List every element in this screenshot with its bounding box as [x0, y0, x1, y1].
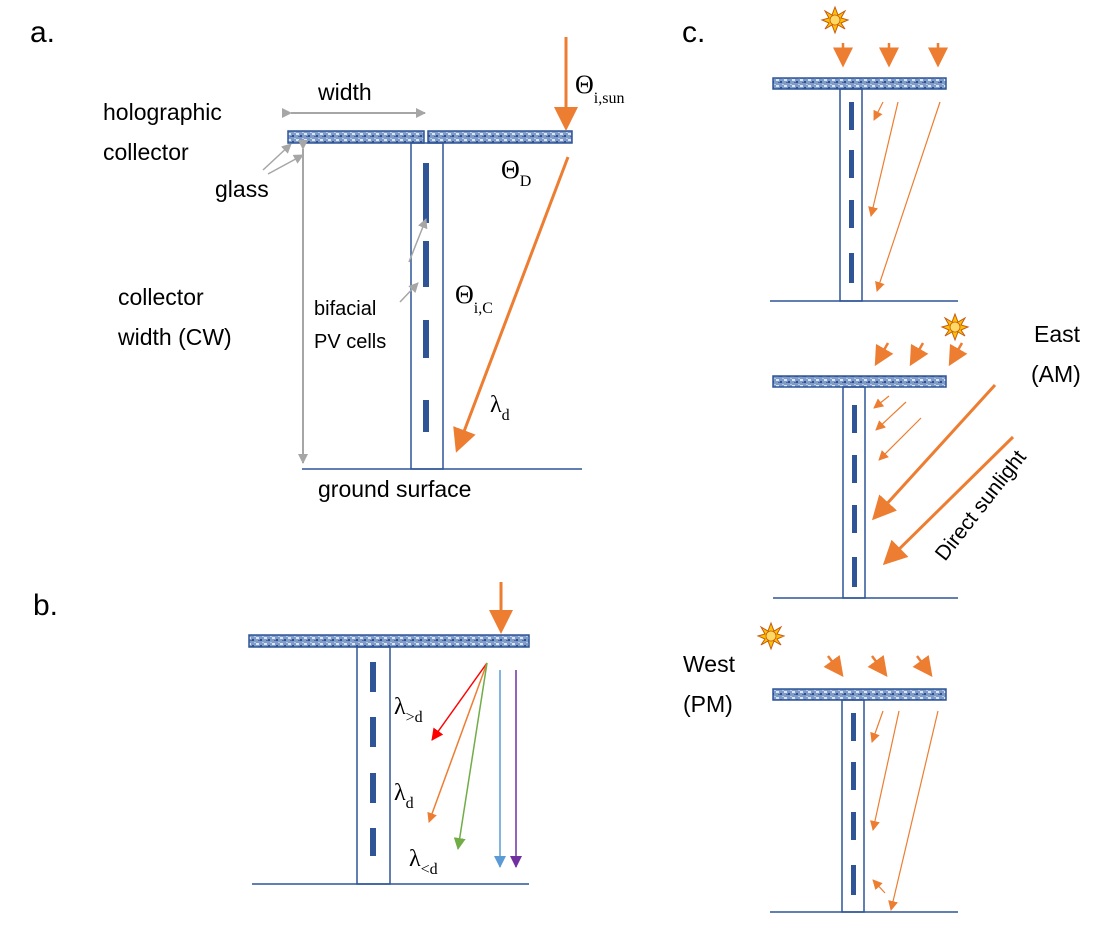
collector-glass-left [287, 130, 425, 144]
panel-b: b. λ>d λd λ<d [33, 582, 530, 885]
diffracted-ray [870, 710, 900, 831]
cw-label-line1: collector [118, 284, 204, 310]
pv-cell [423, 320, 429, 358]
diffracted-ray [875, 101, 941, 292]
panel-a-label: a. [30, 16, 55, 49]
pv-cell [849, 150, 854, 178]
glass-pointer [267, 154, 304, 175]
pv-cell [849, 200, 854, 228]
pv-cell [370, 662, 376, 692]
collector-glass [248, 634, 530, 648]
collector-glass [772, 77, 947, 90]
west-configuration: West (PM) [683, 622, 958, 913]
incident-sunlight-arrow [912, 654, 933, 678]
lambda-d-label: λd [490, 392, 510, 424]
pv-cell [370, 717, 376, 747]
incident-sunlight-arrow [948, 342, 968, 367]
pv-cells [370, 662, 376, 856]
pv-cell [852, 455, 857, 483]
collector-glass [772, 688, 947, 701]
cw-label-line2: width (CW) [117, 324, 232, 350]
panel-a: a. width holographic collector glass col… [30, 16, 624, 502]
pv-cell [852, 557, 857, 587]
direct-sunlight-arrow [871, 383, 997, 521]
pv-cell [849, 102, 854, 130]
pv-cells [851, 713, 856, 895]
theta-d-label: ΘD [501, 155, 531, 190]
theta-sun-label: Θi,sun [575, 70, 624, 107]
width-label: width [317, 79, 372, 105]
east-label: East [1034, 321, 1081, 347]
direct-sunlight-label: Direct sunlight [931, 446, 1031, 565]
incident-sunlight-arrow [867, 654, 888, 678]
pv-cell [851, 713, 856, 741]
pv-cell [423, 163, 429, 223]
pv-cell [851, 762, 856, 790]
diffracted-ray [873, 395, 890, 409]
cells-label-line1: bifacial [314, 298, 376, 320]
long-wavelength-ray [431, 662, 488, 741]
pv-cell [423, 241, 429, 287]
direct-sunlight-arrow [882, 435, 1015, 566]
reflected-ray [872, 879, 886, 894]
incident-sunlight-arrow [874, 342, 894, 367]
glass-pointer [262, 143, 292, 171]
pv-cells [852, 405, 857, 587]
incident-sunlight-arrow [909, 342, 929, 367]
theta-c-label: Θi,C [455, 280, 493, 317]
diffracted-ray [875, 401, 907, 431]
panel-c-label: c. [682, 16, 705, 49]
diffracted-ray [888, 710, 939, 911]
sun-icon [757, 622, 785, 650]
pv-cell [370, 773, 376, 803]
west-label: West [683, 651, 736, 677]
diffracted-ray [873, 101, 884, 121]
panel-b-label: b. [33, 589, 58, 622]
lambda-short-label: λ<d [409, 846, 438, 878]
pv-cell [852, 505, 857, 533]
pv-cell [370, 828, 376, 856]
ground-surface-label: ground surface [318, 476, 471, 502]
pv-cell [849, 253, 854, 283]
am-label: (AM) [1031, 361, 1081, 387]
pv-cells [849, 102, 854, 283]
holographic-label: holographic [103, 99, 222, 125]
lambda-d-label: λd [394, 780, 414, 812]
collector-glass [772, 375, 947, 388]
east-configuration: East (AM) Direct sunlight [772, 313, 1081, 599]
pv-cell [852, 405, 857, 433]
noon-configuration [770, 6, 958, 302]
cells-pointer [399, 282, 419, 303]
cells-pointer [408, 218, 428, 263]
design-wavelength-ray [427, 662, 488, 823]
lambda-long-label: λ>d [394, 694, 423, 726]
collector-glass-right [427, 130, 573, 144]
incident-sunlight-arrow [823, 654, 844, 678]
pv-cell [851, 865, 856, 895]
glass-label: glass [215, 176, 269, 202]
pv-cell [851, 812, 856, 840]
pv-cells [423, 163, 429, 432]
collector-label: collector [103, 139, 189, 165]
pm-label: (PM) [683, 691, 733, 717]
diffracted-ray [868, 101, 899, 217]
sun-icon [941, 313, 969, 341]
diffracted-ray [878, 417, 922, 461]
sun-icon [821, 6, 849, 34]
short-wavelength-ray [453, 662, 488, 850]
cells-label-line2: PV cells [314, 331, 386, 353]
pv-cell [423, 400, 429, 432]
diffracted-ray-arrow [453, 156, 570, 453]
diffracted-ray [870, 710, 884, 743]
panel-c: c. East (AM) [682, 6, 1081, 913]
